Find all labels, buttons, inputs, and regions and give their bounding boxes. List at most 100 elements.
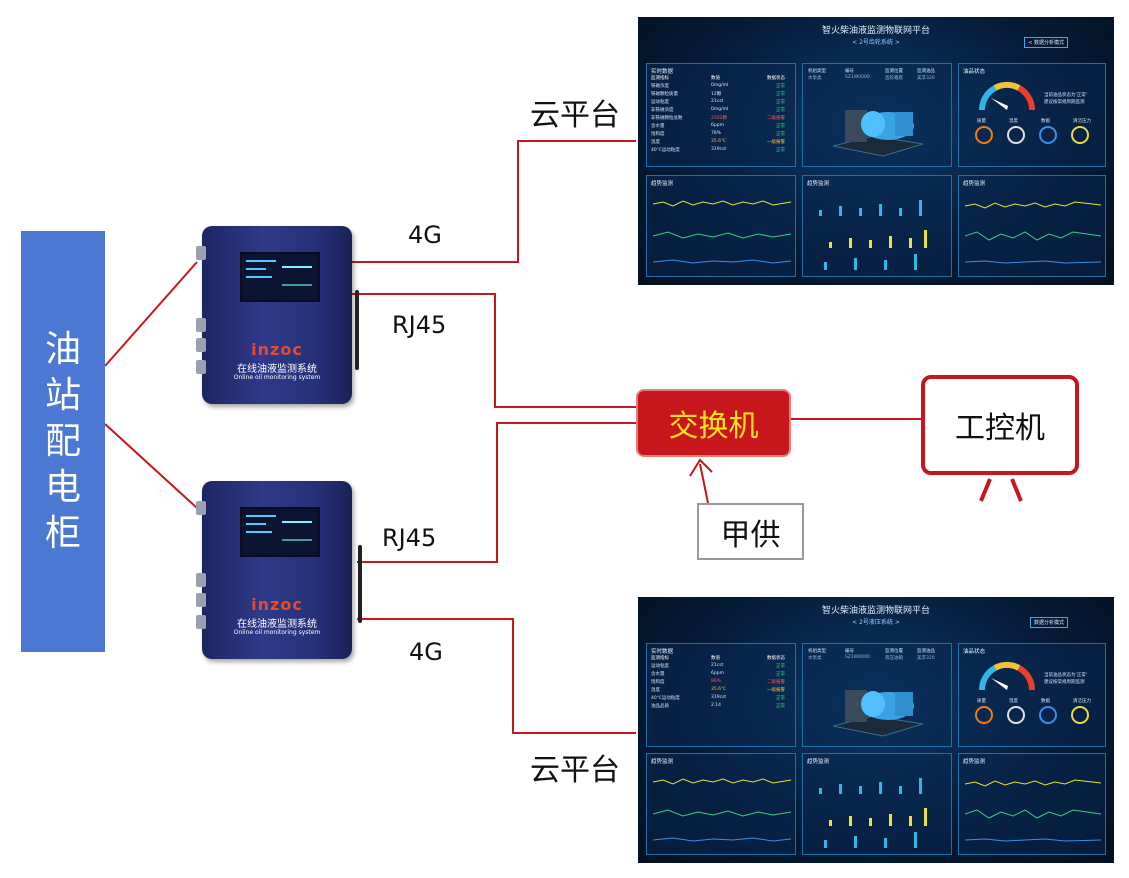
antenna-bottom bbox=[358, 545, 362, 623]
monitor-device-top: inzoc 在线油液监测系统 Online oil monitoring sys… bbox=[196, 226, 352, 404]
device-title: 在线油液监测系统 bbox=[237, 619, 317, 630]
status-gauge bbox=[978, 661, 1036, 691]
panel-title: 实时数据 bbox=[651, 69, 674, 75]
dial bbox=[975, 126, 993, 144]
status-gauge bbox=[978, 81, 1036, 111]
dial-label: 质量 bbox=[977, 119, 986, 124]
dial bbox=[1071, 706, 1089, 724]
monitor-device-bottom: inzoc 在线油液监测系统 Online oil monitoring sys… bbox=[196, 481, 352, 659]
trend-panel-1: 趋势监测 bbox=[646, 753, 796, 855]
link-device-top-cloud bbox=[352, 140, 636, 263]
dashboard-subtitle: < 2号齿轮系统 > bbox=[852, 39, 900, 46]
oil-status-panel: 油品状态 当前油品状态为'正常' 建议按常规周期监测 质量温度数据清洁压力 bbox=[958, 643, 1106, 747]
oil-status-panel: 油品状态 当前油品状态为'正常' 建议按常规周期监测 质量温度数据清洁压力 bbox=[958, 63, 1106, 167]
switch-label: 交换机 bbox=[668, 409, 759, 444]
trend-panel-3: 趋势监测 bbox=[958, 753, 1106, 855]
cabinet-char: 电 bbox=[44, 466, 81, 508]
dial-label: 温度 bbox=[1009, 119, 1018, 124]
label-4g-bottom: 4G bbox=[409, 638, 443, 666]
dial bbox=[1071, 126, 1089, 144]
mode-button[interactable]: < 数据分析模式 bbox=[1024, 37, 1068, 48]
dial bbox=[1007, 706, 1025, 724]
dial-label: 温度 bbox=[1009, 699, 1018, 704]
device-screen bbox=[240, 507, 320, 557]
link-cabinet-device-bottom bbox=[104, 423, 198, 509]
device-title: 在线油液监测系统 bbox=[237, 364, 317, 375]
dial-label: 质量 bbox=[977, 699, 986, 704]
trend-panel-1: 趋势监测 bbox=[646, 175, 796, 277]
machine-panel: 机组类型 编号 监测位置 监测油品 水泵类 SZ1W0000 液压油箱 美孚32… bbox=[802, 643, 952, 747]
supply-box: 甲供 bbox=[697, 503, 804, 560]
network-switch: 交换机 bbox=[636, 389, 791, 457]
link-supply-switch bbox=[699, 463, 709, 504]
dashboard-top: 智火柴油液监测物联网平台 < 2号齿轮系统 > < 数据分析模式 实时数据 监测… bbox=[638, 17, 1114, 285]
supply-label: 甲供 bbox=[720, 517, 781, 553]
label-cloud-top: 云平台 bbox=[530, 98, 620, 133]
ipc-leg-left bbox=[979, 478, 992, 502]
link-cabinet-device-top bbox=[104, 261, 198, 367]
label-cloud-bottom: 云平台 bbox=[530, 753, 620, 788]
antenna-top bbox=[355, 290, 359, 370]
table-header: 监测指标数值数据状态 bbox=[651, 656, 785, 661]
dial-label: 清洁压力 bbox=[1073, 699, 1091, 704]
device-screen bbox=[240, 252, 320, 302]
dashboard-title: 智火柴油液监测物联网平台 bbox=[821, 26, 930, 36]
cabinet-char: 站 bbox=[44, 374, 81, 416]
dashboard-title: 智火柴油液监测物联网平台 bbox=[821, 606, 930, 616]
industrial-pc: 工控机 bbox=[921, 375, 1079, 475]
device-logo: inzoc bbox=[251, 340, 303, 359]
label-rj45-bottom: RJ45 bbox=[382, 524, 437, 552]
cabinet-char: 配 bbox=[44, 420, 81, 462]
arrow-head bbox=[689, 458, 713, 477]
link-device-bottom-cloud bbox=[357, 618, 636, 734]
dial-label: 清洁压力 bbox=[1073, 119, 1091, 124]
cabinet-char: 柜 bbox=[44, 512, 81, 554]
dial bbox=[1039, 706, 1057, 724]
ipc-leg-right bbox=[1010, 478, 1023, 502]
power-cabinet: 油 站 配 电 柜 bbox=[21, 231, 105, 652]
device-subtitle: Online oil monitoring system bbox=[233, 629, 321, 636]
ipc-label: 工控机 bbox=[955, 411, 1045, 446]
mode-button[interactable]: 数据分析模式 bbox=[1029, 617, 1068, 628]
dashboard-subtitle: < 2号液压系统 > bbox=[852, 619, 900, 626]
table-header: 监测指标数值数据状态 bbox=[651, 76, 785, 81]
pump-illustration bbox=[833, 690, 923, 737]
pump-illustration bbox=[833, 110, 923, 157]
dial bbox=[1039, 126, 1057, 144]
dial-label: 数据 bbox=[1041, 119, 1050, 124]
panel-title: 实时数据 bbox=[651, 649, 674, 655]
dial bbox=[1007, 126, 1025, 144]
label-4g-top: 4G bbox=[408, 221, 442, 249]
trend-panel-2: 趋势监测 bbox=[802, 753, 952, 855]
machine-panel: 机组类型 编号 监测位置 监测油品 水泵类 SZ1W0000 齿轮箱底 美孚32… bbox=[802, 63, 952, 167]
link-device-bottom-switch bbox=[357, 422, 636, 563]
device-subtitle: Online oil monitoring system bbox=[233, 374, 321, 381]
trend-panel-2: 趋势监测 bbox=[802, 175, 952, 277]
cabinet-char: 油 bbox=[44, 328, 81, 370]
device-logo: inzoc bbox=[251, 595, 303, 614]
link-device-top-switch bbox=[352, 293, 636, 408]
dashboard-bottom: 智火柴油液监测物联网平台 < 2号液压系统 > 数据分析模式 实时数据 监测指标… bbox=[638, 597, 1114, 863]
trend-panel-3: 趋势监测 bbox=[958, 175, 1106, 277]
dial-label: 数据 bbox=[1041, 699, 1050, 704]
label-rj45-top: RJ45 bbox=[392, 311, 447, 339]
dial bbox=[975, 706, 993, 724]
